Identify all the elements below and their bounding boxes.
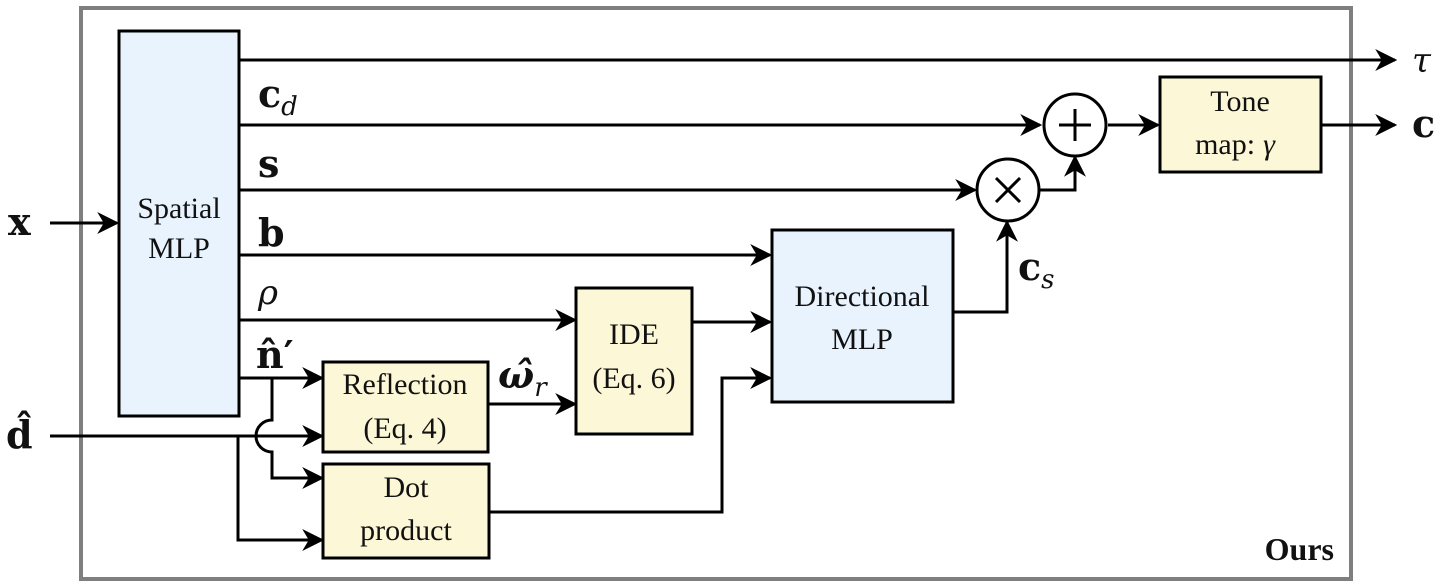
- tone-map-label-line1: Tone: [1210, 85, 1270, 118]
- ide-label-line1: IDE: [609, 318, 659, 351]
- signal-rho-label: ρ: [257, 273, 278, 313]
- tone-map-gamma: γ: [1263, 128, 1276, 161]
- spatial-mlp-label-line2: MLP: [148, 232, 210, 265]
- ide-label-line2: (Eq. 6): [592, 362, 675, 395]
- signal-omega-r-label: ω̂r: [498, 352, 548, 403]
- directional-mlp-label-line2: MLP: [831, 323, 893, 356]
- reflection-label-line1: Reflection: [343, 368, 468, 401]
- signal-n-prime-label: n̂′: [256, 332, 294, 377]
- wires: [50, 49, 1398, 551]
- reflection-block: Reflection (Eq. 4): [321, 360, 490, 454]
- model-frame: [79, 6, 1353, 581]
- signal-b-label: b: [258, 210, 285, 255]
- spatial-mlp-label-line1: Spatial: [137, 192, 220, 225]
- plus-operator: [1042, 92, 1108, 158]
- times-operator: [975, 157, 1041, 223]
- reflection-label-line2: (Eq. 4): [363, 412, 446, 445]
- tone-map-label-text: map:: [1195, 128, 1255, 161]
- input-x-label: x: [8, 199, 31, 244]
- tone-map-label-line2: map:γ: [1195, 128, 1276, 161]
- dot-product-label-line1: Dot: [384, 471, 430, 504]
- spatial-mlp-block: Spatial MLP: [117, 29, 241, 418]
- directional-mlp-block: Directional MLP: [770, 228, 955, 404]
- tone-map-block: Tone map:γ: [1158, 75, 1323, 174]
- directional-mlp-label-line1: Directional: [795, 280, 930, 313]
- input-d-label: d̂: [6, 411, 33, 457]
- signal-s-label: s: [258, 141, 279, 186]
- dot-product-label-line2: product: [360, 514, 452, 547]
- signal-cs-label: cs: [1018, 244, 1054, 295]
- output-c-label: c: [1412, 101, 1435, 146]
- signal-cd-label: cd: [258, 71, 298, 122]
- ide-block: IDE (Eq. 6): [574, 286, 694, 436]
- output-tau-label: τ: [1412, 41, 1432, 81]
- ours-corner-label: Ours: [1265, 531, 1334, 567]
- dot-product-block: Dot product: [321, 462, 491, 560]
